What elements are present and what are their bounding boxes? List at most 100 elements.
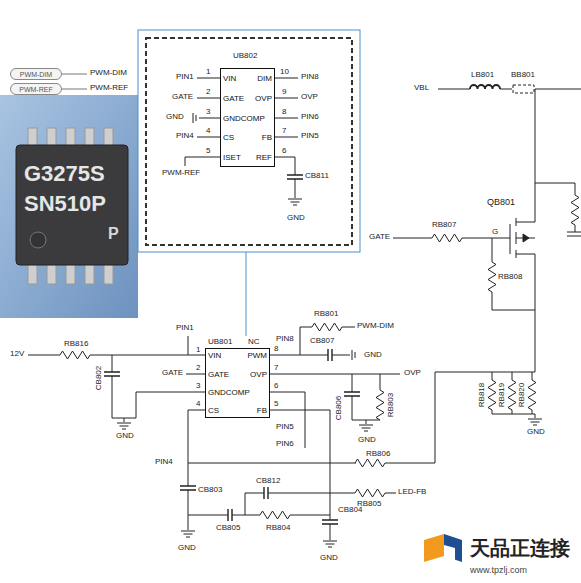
- schematic-label: GND: [178, 544, 196, 552]
- schematic-label: 10: [280, 68, 289, 76]
- schematic-label: GND: [358, 436, 376, 444]
- schematic-label: GND: [527, 428, 545, 436]
- pin-name: PWM: [247, 352, 267, 360]
- schematic-label: G: [492, 228, 498, 236]
- pin-name: GATE: [208, 371, 229, 379]
- schematic-label: GND: [287, 214, 305, 222]
- schematic-label: PWM-REF: [162, 169, 200, 177]
- schematic-label: GND: [166, 113, 184, 121]
- schematic-label: RB801: [314, 310, 338, 318]
- schematic-label: RB819: [498, 383, 506, 407]
- schematic-label: 5: [274, 400, 278, 408]
- pin-name: OVP: [250, 371, 267, 379]
- schematic-label: RB806: [366, 450, 390, 458]
- pin-name: CS: [208, 407, 219, 415]
- pin-name: VIN: [208, 352, 221, 360]
- schematic-label: GATE: [369, 233, 390, 241]
- schematic-label: RB807: [432, 221, 456, 229]
- schematic-label: www.tpzlj.com: [470, 566, 527, 575]
- pin-name: VIN: [223, 75, 236, 83]
- schematic-label: UB802: [233, 52, 257, 60]
- pin-name: REF: [256, 154, 272, 162]
- pin-name: FB: [262, 134, 272, 142]
- schematic-label: GND: [116, 432, 134, 440]
- schematic-label: RB816: [64, 340, 88, 348]
- schematic-label: PIN5: [276, 423, 294, 431]
- schematic-label: 3: [206, 108, 210, 116]
- pin-name: OVP: [255, 95, 272, 103]
- schematic-label: PWM-REF: [90, 84, 128, 92]
- signal-name: PWM-REF: [19, 86, 52, 93]
- schematic-label: 12V: [10, 350, 24, 358]
- pin-name: GNDCOMP: [208, 389, 250, 397]
- pin-name: GNDCOMP: [223, 115, 265, 123]
- pin-name: FB: [257, 407, 267, 415]
- signal-tag: PWM-DIM: [10, 68, 62, 80]
- watermark-logo: [424, 534, 462, 566]
- schematic-label: 3: [196, 382, 200, 390]
- schematic-label: 4: [206, 127, 210, 135]
- schematic-label: CB806: [335, 396, 343, 420]
- schematic-label: RB820: [518, 383, 526, 407]
- schematic-label: 1: [206, 68, 210, 76]
- schematic-label: 5: [206, 147, 210, 155]
- leader-lines: [62, 74, 87, 89]
- schematic-label: OVP: [301, 93, 318, 101]
- schematic-label: RB808: [498, 273, 522, 281]
- signal-name: PWM-DIM: [20, 71, 52, 78]
- schematic-label: 4: [196, 400, 200, 408]
- schematic-label: 7: [274, 364, 278, 372]
- schematic-label: 1: [196, 346, 200, 354]
- pin-name: GATE: [223, 95, 244, 103]
- schematic-label: QB801: [487, 198, 515, 207]
- chip-photo: [0, 95, 138, 318]
- schematic-label: 9: [282, 88, 286, 96]
- callout-line: [246, 252, 247, 336]
- signal-tag: PWM-REF: [10, 83, 62, 95]
- schematic-label: PIN1: [176, 324, 194, 332]
- schematic-label: BB801: [511, 71, 535, 79]
- schematic-label: GND: [364, 351, 382, 359]
- schematic-label: 2: [196, 364, 200, 372]
- schematic-label: 6: [274, 382, 278, 390]
- schematic-label: GND: [320, 554, 338, 562]
- schematic-label: G3275S: [24, 163, 105, 185]
- schematic-label: 6: [282, 147, 286, 155]
- pin-name: ISET: [223, 154, 241, 162]
- schematic-label: 天品正连接: [470, 538, 570, 558]
- dashed-frame: [146, 38, 352, 245]
- schematic-label: PWM-DIM: [90, 69, 127, 77]
- wires: [28, 78, 581, 547]
- schematic-label: P: [108, 226, 119, 242]
- schematic-label: CB805: [216, 524, 240, 532]
- schematic-label: OVP: [404, 369, 421, 377]
- ic-package: VIN DIM GATE OVP GNDCOMP CS FB ISET REF: [220, 68, 275, 167]
- schematic-label: GATE: [172, 93, 193, 101]
- pin-name: CS: [223, 134, 234, 142]
- schematic-label: PIN1: [176, 73, 194, 81]
- schematic-label: PIN4: [176, 132, 194, 140]
- schematic-label: 8: [282, 108, 286, 116]
- schematic-label: PIN6: [301, 113, 319, 121]
- schematic-label: PIN4: [155, 458, 173, 466]
- schematic-label: 2: [206, 88, 210, 96]
- schematic-label: PIN5: [301, 132, 319, 140]
- schematic-label: RB805: [357, 500, 381, 508]
- pin-name: DIM: [257, 75, 272, 83]
- schematic-label: SN510P: [24, 193, 106, 215]
- schematic-label: CB803: [198, 486, 222, 494]
- schematic-label: CB811: [305, 172, 329, 180]
- schematic-label: RB803: [387, 393, 395, 417]
- schematic-label: PIN6: [276, 440, 294, 448]
- schematic-label: RB804: [266, 524, 290, 532]
- schematic-label: RB818: [478, 383, 486, 407]
- schematic-label: CB807: [310, 337, 334, 345]
- callout-frame: [138, 30, 360, 252]
- schematic-label: 8: [274, 345, 278, 353]
- schematic-label: GATE: [162, 369, 183, 377]
- schematic-label: UB801: [208, 338, 232, 346]
- schematic-label: PWM-DIM: [357, 322, 394, 330]
- schematic-label: NC: [248, 338, 260, 346]
- schematic-label: CB812: [256, 477, 280, 485]
